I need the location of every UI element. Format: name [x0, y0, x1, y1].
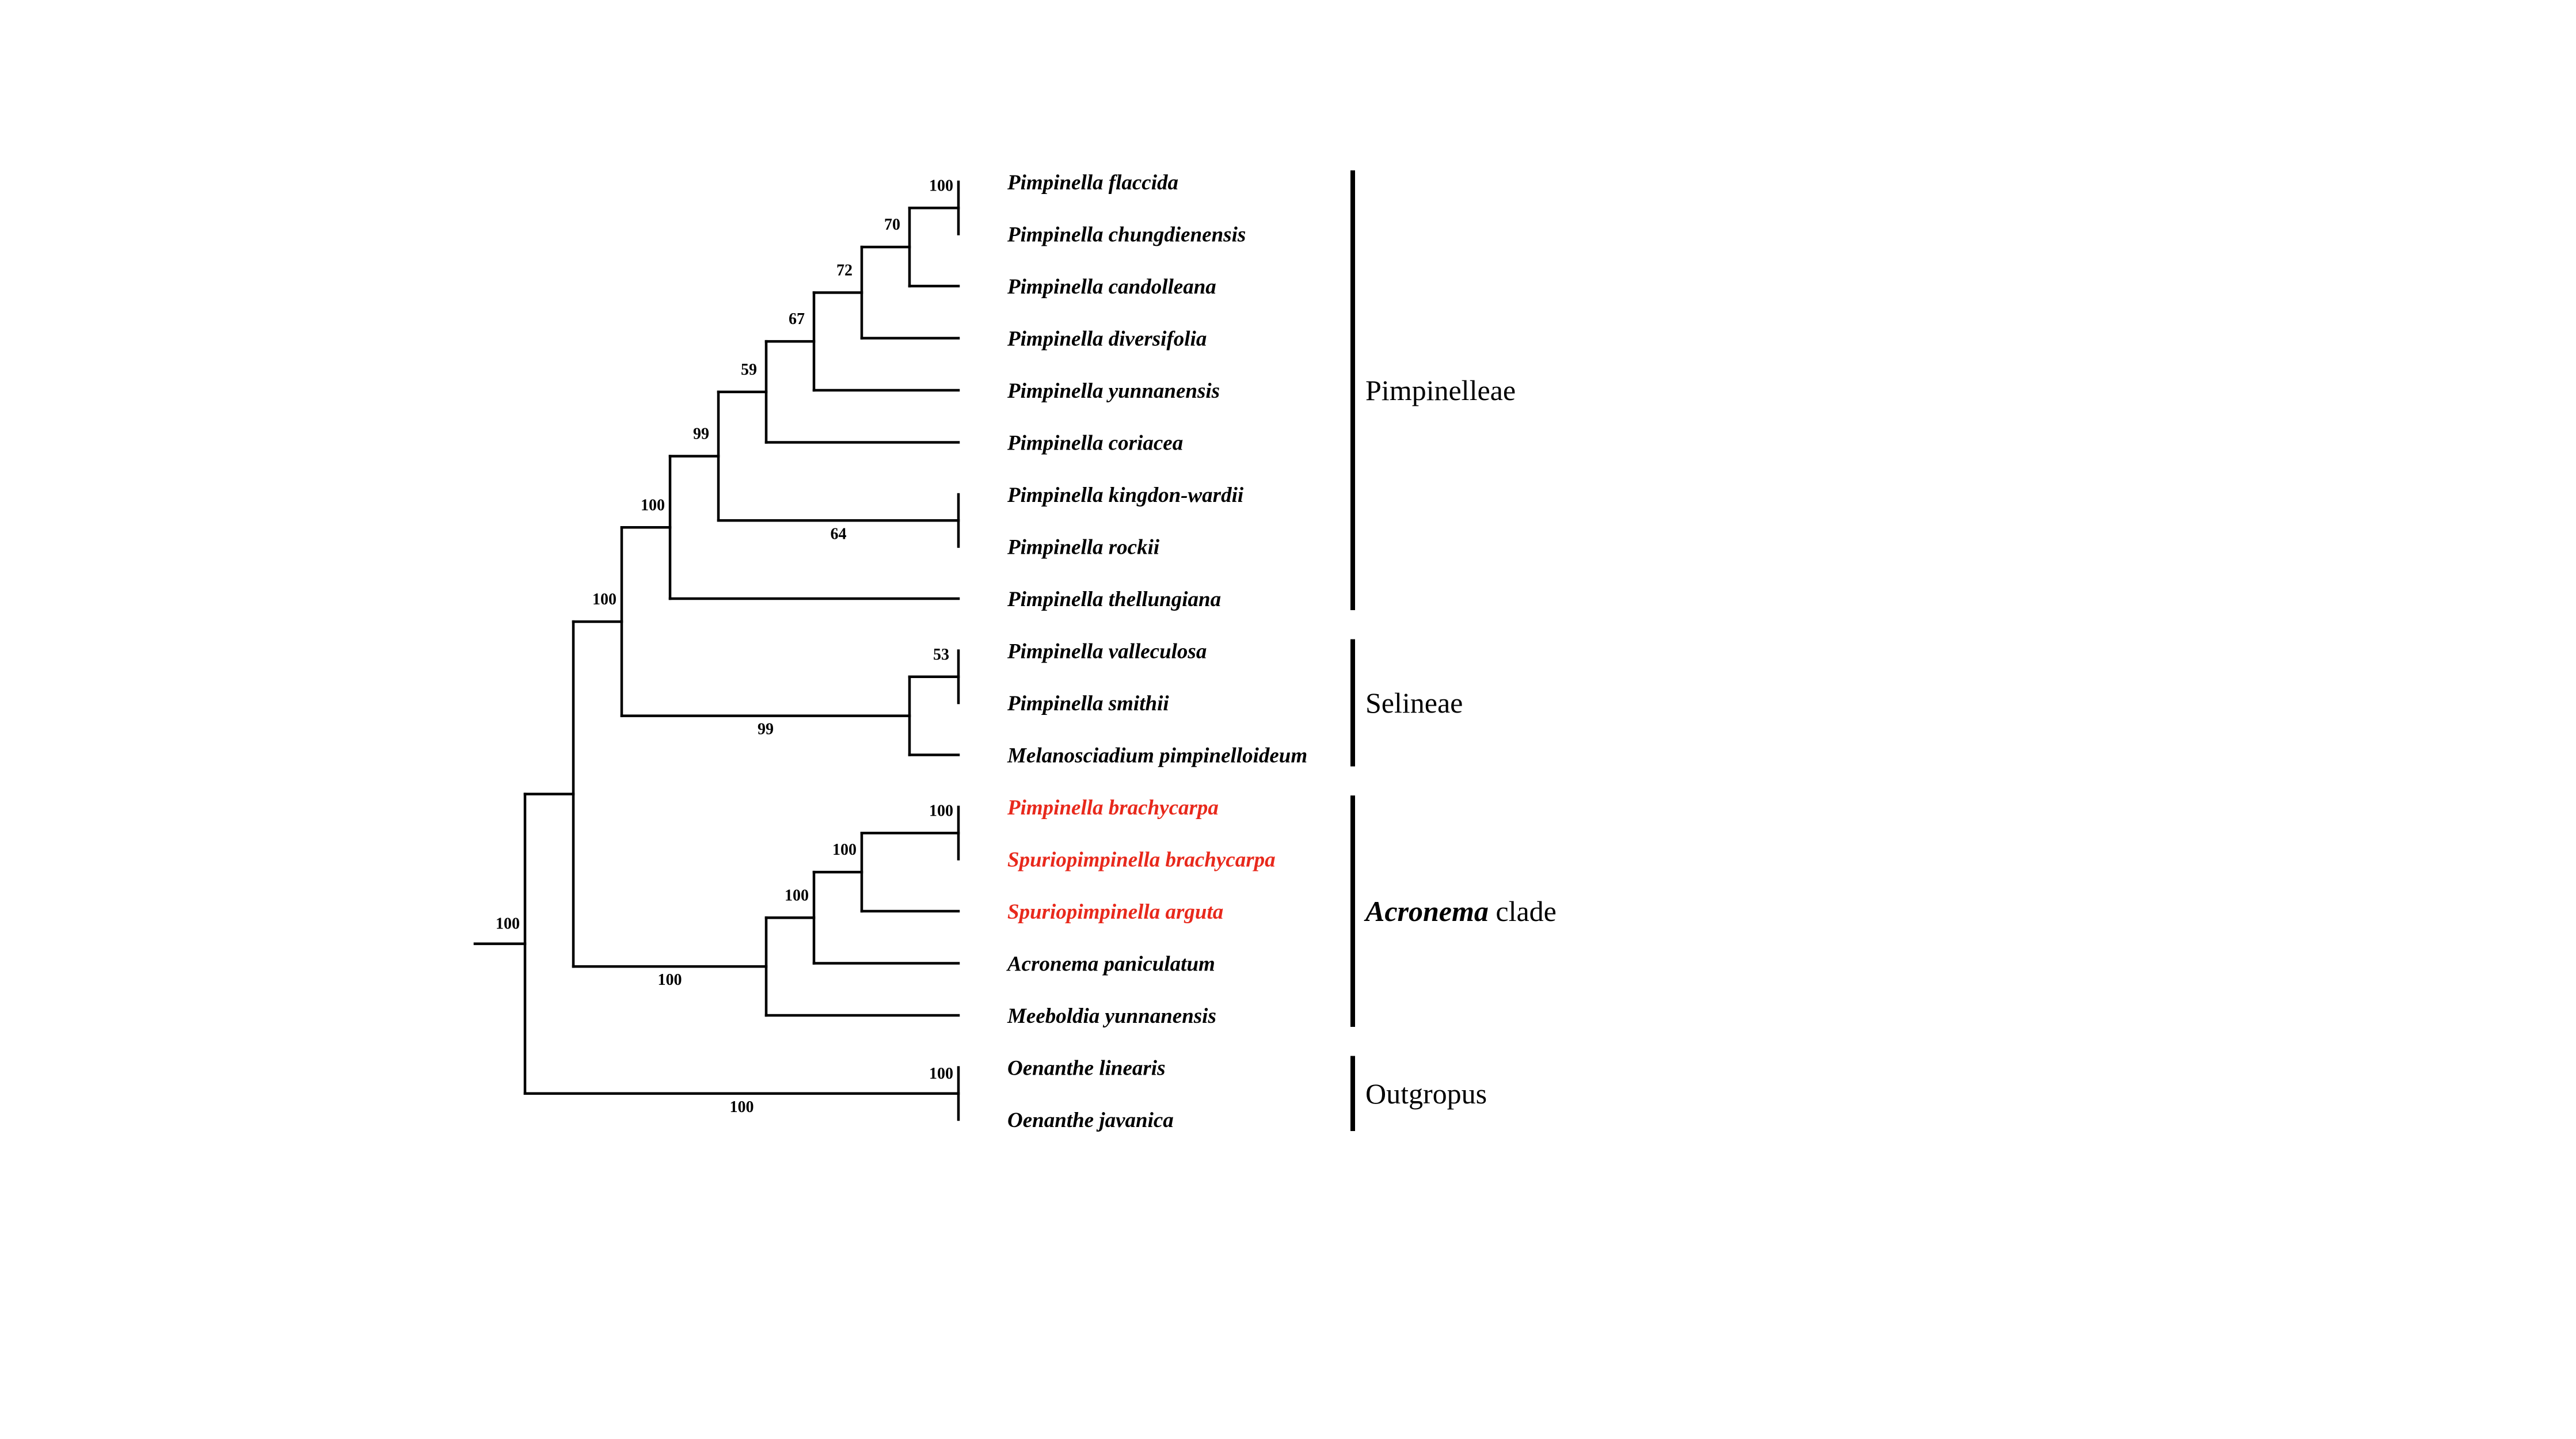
clade-label-3: Outgropus	[1365, 1078, 1487, 1110]
clade-label-1: Selineae	[1365, 687, 1463, 719]
clade-label-text: clade	[1489, 895, 1557, 927]
taxon-label: Pimpinella yunnanensis	[1007, 379, 1220, 403]
support-value-n_flac_chung: 100	[929, 177, 953, 195]
support-value-n_acr: 100	[785, 886, 809, 904]
support-value-n_pimpinelleae: 100	[641, 496, 665, 514]
clade-label-accent: Acronema	[1364, 895, 1489, 927]
taxon-label: Meeboldia yunnanensis	[1007, 1004, 1216, 1028]
taxon-label: Pimpinella brachycarpa	[1007, 796, 1219, 820]
taxon-label: Pimpinella rockii	[1007, 536, 1160, 559]
taxon-label: Pimpinella candolleana	[1007, 275, 1216, 299]
taxon-label: Pimpinella kingdon-wardii	[1007, 484, 1244, 507]
support-value-n_root: 100	[496, 915, 520, 933]
support-value-n_ingroup: 100	[592, 591, 617, 608]
tree-branches	[473, 180, 960, 1121]
taxon-label: Pimpinella thellungiana	[1007, 588, 1221, 611]
support-value-n_selineae: 99	[758, 721, 774, 738]
clade-label-2: Acronema clade	[1364, 895, 1557, 927]
taxon-label: Pimpinella valleculosa	[1007, 640, 1207, 664]
support-value-n_pb_sb: 100	[929, 802, 953, 820]
support-value-n_oen: 100	[929, 1065, 953, 1083]
support-value-n_div: 72	[836, 261, 853, 279]
taxon-label: Pimpinella smithii	[1007, 692, 1169, 715]
clade-label-text: Outgropus	[1365, 1078, 1487, 1110]
support-value-n_cand: 70	[884, 216, 900, 234]
support-value-n_acronema: 100	[658, 971, 682, 989]
support-value-n_oen_stem: 100	[730, 1098, 754, 1116]
support-value-n_val_smi: 53	[933, 646, 949, 664]
taxon-label: Pimpinella flaccida	[1007, 171, 1178, 195]
support-values: 100 70 72 67 59 64 99 100 53 99 100 100 100 100 100 100…	[496, 177, 953, 1116]
taxon-label: Pimpinella diversifolia	[1007, 328, 1207, 351]
clade-label-0: Pimpinelleae	[1365, 374, 1516, 406]
clade-label-text: Selineae	[1365, 687, 1463, 719]
support-value-n_arg: 100	[832, 841, 857, 859]
clade-label-text: Pimpinelleae	[1365, 374, 1516, 406]
taxon-label: Pimpinella chungdienensis	[1007, 223, 1246, 247]
support-value-n_kw_rock: 64	[831, 525, 847, 543]
support-value-n_cor: 59	[741, 361, 757, 379]
taxon-label: Spuriopimpinella brachycarpa	[1007, 848, 1276, 872]
support-value-n_pimp_kw: 99	[693, 425, 709, 443]
taxon-label: Pimpinella coriacea	[1007, 432, 1183, 455]
taxon-label: Acronema paniculatum	[1006, 953, 1215, 976]
taxon-label: Oenanthe javanica	[1007, 1109, 1174, 1132]
taxon-label: Spuriopimpinella arguta	[1007, 900, 1223, 924]
support-value-n_yun: 67	[789, 310, 805, 328]
taxon-label: Melanosciadium pimpinelloideum	[1007, 744, 1307, 768]
taxon-label: Oenanthe linearis	[1007, 1057, 1165, 1080]
